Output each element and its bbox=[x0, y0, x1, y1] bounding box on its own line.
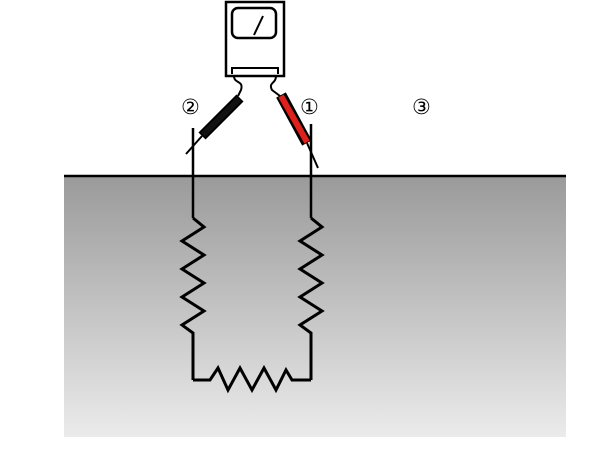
lead-wire-red bbox=[269, 75, 281, 97]
lead-wire-black bbox=[233, 75, 243, 97]
resistor-left bbox=[179, 216, 207, 380]
meter-base bbox=[231, 67, 279, 74]
meter-needle bbox=[253, 15, 264, 36]
probe-black-inner bbox=[200, 96, 242, 138]
label-probe-third: ③ bbox=[412, 95, 431, 119]
resistor-bottom bbox=[193, 364, 311, 394]
probe-red-tip bbox=[306, 142, 319, 169]
meter-display bbox=[230, 6, 278, 40]
probe-red bbox=[276, 92, 319, 169]
label-probe-black: ② bbox=[181, 95, 200, 119]
probe-red-body bbox=[278, 94, 310, 144]
resistor-right bbox=[297, 216, 325, 380]
meter bbox=[224, 0, 286, 78]
label-probe-red: ① bbox=[300, 95, 319, 119]
